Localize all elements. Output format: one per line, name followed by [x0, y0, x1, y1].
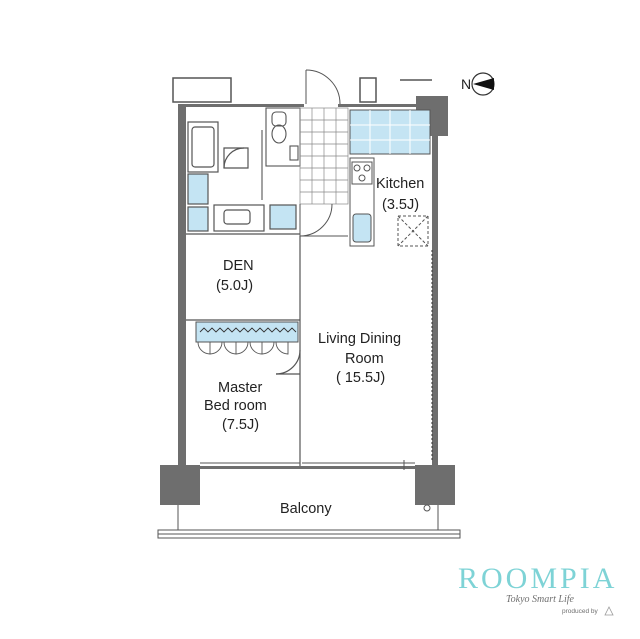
kitchen-size: (3.5J): [382, 197, 419, 213]
wardrobe: [195, 321, 299, 355]
master-name-line2: Bed room: [204, 398, 267, 414]
shower-door: [223, 147, 249, 169]
washer-pan: [187, 173, 209, 205]
linen-storage: [269, 204, 297, 230]
living-size: ( 15.5J): [336, 370, 385, 386]
sw-column: [160, 465, 200, 505]
bathtub: [187, 121, 219, 173]
entrance-door: [305, 69, 341, 105]
hall-door: [299, 203, 348, 237]
kitchen-zone: [349, 109, 431, 247]
living-name-line2: Room: [345, 351, 384, 367]
storage-small: [187, 206, 209, 232]
den-size: (5.0J): [216, 278, 253, 294]
kitchen-sink: [352, 213, 372, 243]
kitchen-name: Kitchen: [376, 176, 424, 192]
burner-icon: [353, 164, 361, 172]
entry-floor-tiles: [299, 107, 349, 205]
west-wall: [178, 104, 186, 469]
brand-logo-text: ROOMPIA: [458, 562, 618, 595]
brand-produced-by: produced by: [562, 608, 598, 615]
upper-shaft: [359, 77, 377, 103]
exterior-top-walls: [172, 77, 432, 103]
interior-partitions: [186, 236, 301, 466]
compass-north-label: N: [461, 76, 471, 92]
south-wall: [200, 466, 415, 469]
bath-zone: [186, 121, 300, 235]
se-column: [415, 465, 455, 505]
toilet-zone: [261, 107, 301, 200]
toilet-bowl: [271, 124, 287, 144]
burner-icon: [358, 174, 366, 182]
north-wall-left: [186, 104, 304, 107]
toilet-room: [265, 107, 301, 167]
upper-left-enclosure: [172, 77, 232, 103]
brand-block: ROOMPIA Tokyo Smart Life produced by: [458, 562, 630, 622]
fridge-space: [397, 215, 429, 247]
shower-door-swing: [223, 147, 245, 169]
north-wall-right: [338, 104, 418, 107]
balcony-sliding-doors: [200, 460, 415, 470]
vanity-sink: [223, 209, 251, 225]
brand-tagline: Tokyo Smart Life: [506, 594, 574, 605]
cooktop: [351, 161, 373, 185]
balcony-area: [157, 504, 461, 539]
east-wall: [432, 134, 438, 469]
burner-icon: [363, 164, 371, 172]
living-name-line1: Living Dining: [318, 331, 401, 347]
balcony-name: Balcony: [280, 501, 332, 517]
toilet-sink: [289, 145, 299, 161]
master-name-line1: Master: [218, 380, 262, 396]
drain-icon: [423, 504, 431, 512]
den-name: DEN: [223, 258, 254, 274]
master-size: (7.5J): [222, 417, 259, 433]
exterior-walls: [160, 96, 455, 505]
brand-mark-icon: [604, 606, 614, 616]
vanity: [213, 204, 265, 232]
compass-north-arrow-icon: [473, 78, 494, 90]
compass: N: [461, 72, 495, 96]
toilet-tank: [271, 111, 287, 127]
bathtub-inner: [191, 126, 215, 168]
